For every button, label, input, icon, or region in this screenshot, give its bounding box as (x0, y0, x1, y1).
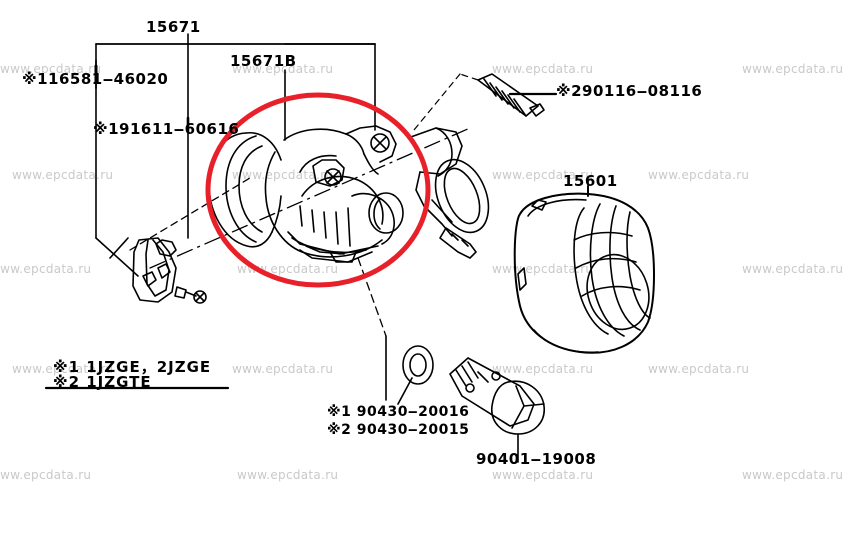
bolt-small-left (174, 286, 207, 304)
legend-note-1: ※1 1JZGE，2JZGE (53, 358, 212, 376)
part-label-15671b: 15671B (230, 52, 297, 70)
cooler-flange-plate (407, 127, 490, 259)
part-label-15671: 15671 (146, 18, 201, 36)
part-label-191611-60616: ※191611‒60616 (93, 120, 240, 138)
bottom-leader-lines (357, 185, 589, 405)
red-highlight-ellipse (205, 92, 431, 288)
boss-hole-upper (370, 133, 390, 153)
mounting-bracket-part (132, 237, 177, 303)
part-label-290116-08116: ※290116‒08116 (556, 82, 703, 100)
oil-filter-housing-assembly (208, 125, 404, 263)
part-label-116581-46020: ※116581‒46020 (22, 70, 169, 88)
leader-lines-group (94, 33, 376, 277)
part-label-90401-19008: 90401‒19008 (476, 450, 597, 468)
filter-mount-nipple (368, 192, 404, 234)
drain-plug-gasket (402, 345, 434, 385)
oil-filter-canister (513, 192, 655, 354)
union-bolt-290116 (413, 73, 558, 131)
flange-ring (434, 158, 490, 234)
part-label-15601: 15601 (563, 172, 618, 190)
legend-note-2: ※2 1JZGTE (53, 373, 152, 391)
center-axis-line (149, 127, 471, 269)
part-label-90430-20016: ※1 90430‒20016 (327, 404, 470, 420)
union-bolt-90401 (449, 357, 545, 463)
part-label-90430-20015: ※2 90430‒20015 (327, 422, 470, 438)
